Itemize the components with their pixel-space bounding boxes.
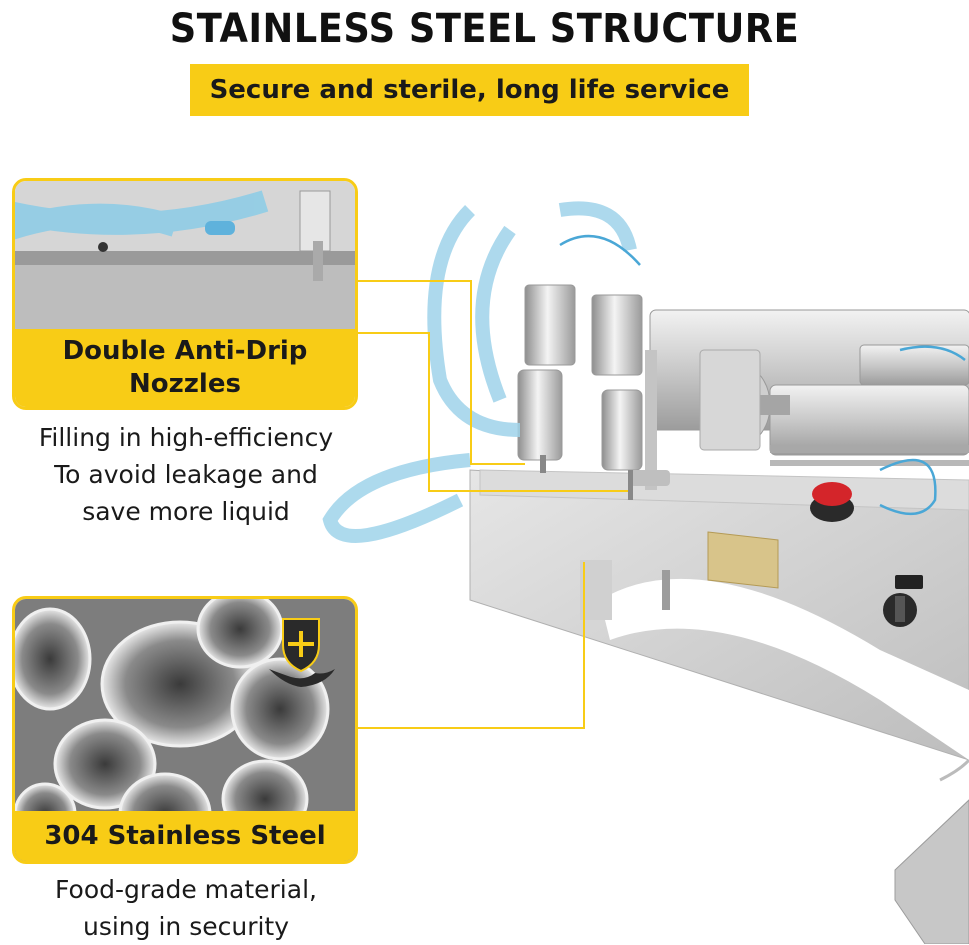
subtitle-banner: Secure and sterile, long life service xyxy=(190,64,749,116)
callout-line xyxy=(355,280,472,282)
callout-line xyxy=(470,463,525,465)
feature-card-stainless-steel: 304 Stainless Steel xyxy=(12,596,358,864)
description-line: using in security xyxy=(82,912,290,941)
feature-label-line: Nozzles xyxy=(129,369,241,399)
callout-line xyxy=(428,490,628,492)
feature-label-line: Double Anti-Drip xyxy=(62,336,308,366)
callout-line xyxy=(470,280,472,465)
description-line: Filling in high-efficiency xyxy=(38,423,334,452)
description-line: To avoid leakage and xyxy=(54,460,318,489)
subtitle-text: Secure and sterile, long life service xyxy=(209,75,730,105)
page-title: STAINLESS STEEL STRUCTURE xyxy=(169,6,800,52)
callout-line xyxy=(583,562,585,729)
description-line: Food-grade material, xyxy=(55,875,317,904)
callout-line xyxy=(428,332,430,492)
filling-machine-illustration xyxy=(322,201,969,944)
description-line: save more liquid xyxy=(82,497,290,526)
feature-description-stainless-steel: Food-grade material, using in security xyxy=(0,871,372,945)
feature-card-nozzles: Double Anti-Drip Nozzles xyxy=(12,178,358,410)
feature-description-nozzles: Filling in high-efficiency To avoid leak… xyxy=(0,419,372,530)
shield-plus-icon xyxy=(269,618,335,687)
feature-label-nozzles: Double Anti-Drip Nozzles xyxy=(15,329,355,407)
feature-label-stainless-steel: 304 Stainless Steel xyxy=(15,811,355,861)
callout-line xyxy=(355,727,585,729)
feature-label-text: 304 Stainless Steel xyxy=(44,821,326,851)
callout-line xyxy=(355,332,430,334)
